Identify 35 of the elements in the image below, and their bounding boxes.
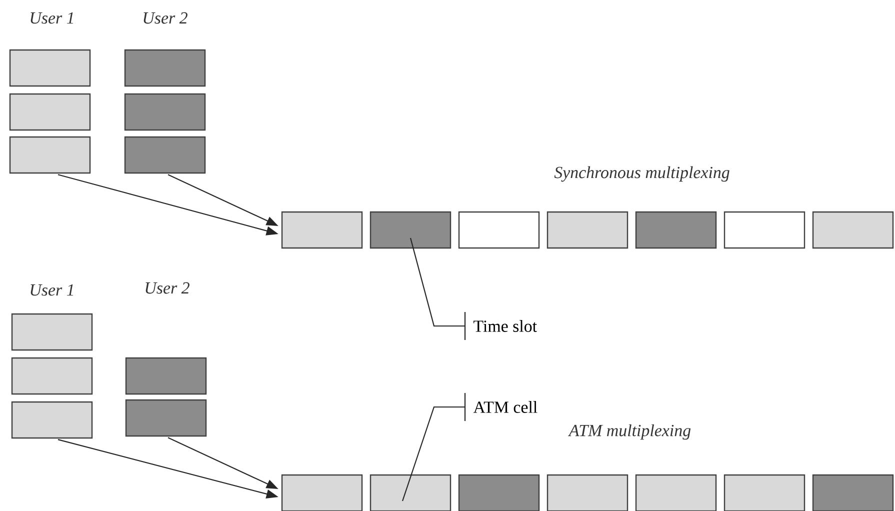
leader-line <box>410 237 466 341</box>
cell-box <box>724 211 806 249</box>
cell-box <box>458 211 540 249</box>
row-title: Synchronous multiplexing <box>554 166 730 182</box>
cell-box <box>370 211 452 249</box>
cell-box <box>812 474 894 511</box>
cell-box <box>124 49 206 87</box>
user-label: User 1 <box>30 12 73 24</box>
cell-box <box>11 357 93 395</box>
cell-box <box>546 211 628 249</box>
callout-text: Time slot <box>474 320 537 332</box>
cell-box <box>9 49 91 87</box>
cell-box <box>9 136 91 174</box>
cell-box <box>11 401 93 439</box>
callout-text: ATM cell <box>473 401 538 413</box>
user-label: User 2 <box>146 282 190 294</box>
cell-box <box>546 474 628 511</box>
cell-box <box>458 474 540 511</box>
cell-box <box>125 357 207 395</box>
cell-box <box>812 211 894 249</box>
cell-box <box>124 93 206 131</box>
cell-box <box>281 474 363 511</box>
cell-box <box>635 474 717 511</box>
cell-box <box>370 474 452 511</box>
leader-line <box>402 392 466 502</box>
user-label: User 1 <box>30 284 73 296</box>
cell-box <box>9 93 91 131</box>
cell-box <box>125 399 207 437</box>
cell-box <box>11 313 93 351</box>
row-title: ATM multiplexing <box>568 424 691 440</box>
cell-box <box>281 211 363 249</box>
user-label: User 2 <box>144 12 188 24</box>
cell-box <box>635 211 717 249</box>
cell-box <box>724 474 806 511</box>
cell-box <box>124 136 206 174</box>
